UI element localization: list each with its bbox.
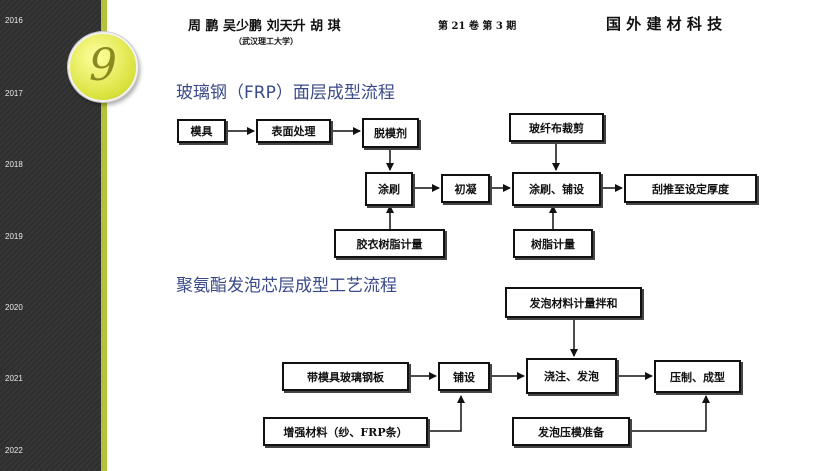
accent-stripe (101, 0, 107, 471)
box-release-agent: 脱模剂 (362, 118, 419, 148)
header-volume: 第 21 卷 第 3 期 (438, 21, 517, 32)
box-foam-mold-prep: 发泡压模准备 (512, 417, 630, 446)
box-brush: 涂刷 (365, 172, 413, 206)
header-authors: 周 鹏 吴少鹏 刘天升 胡 琪 (188, 19, 341, 34)
arrow-foamprep-to-press (630, 395, 710, 432)
box-reinforcement: 增强材料（纱、FRP条） (263, 417, 428, 446)
slide-number-badge: 9 (68, 32, 138, 102)
box-press-form: 压制、成型 (654, 360, 741, 393)
box-gelcoat-metering: 胶衣树脂计量 (334, 229, 445, 258)
box-scrape-thickness: 刮推至设定厚度 (624, 174, 757, 203)
box-resin-metering: 树脂计量 (513, 229, 593, 258)
box-brush-lay: 涂刷、铺设 (512, 172, 601, 206)
year-label: 2022 (5, 446, 23, 455)
year-label: 2017 (5, 89, 23, 98)
box-fiber-cutting: 玻纤布裁剪 (509, 113, 604, 142)
arrow-reinforce-to-lay (428, 395, 465, 432)
frp-process-title: 玻璃钢（FRP）面层成型流程 (176, 83, 395, 103)
year-label: 2020 (5, 303, 23, 312)
box-mold: 模具 (177, 119, 226, 143)
box-lay: 铺设 (438, 362, 490, 391)
box-surface-treatment: 表面处理 (256, 119, 331, 143)
pu-process-title: 聚氨酯发泡芯层成型工艺流程 (176, 276, 397, 296)
box-mold-frp-board: 带模具玻璃钢板 (282, 362, 409, 391)
year-label: 2019 (5, 232, 23, 241)
header-journal: 国 外 建 材 科 技 (606, 15, 723, 33)
year-label: 2021 (5, 374, 23, 383)
year-label: 2016 (5, 16, 23, 25)
header-affiliation: （武汉理工大学） (234, 36, 298, 46)
year-label: 2018 (5, 160, 23, 169)
box-foam-mixing: 发泡材料计量拌和 (505, 287, 642, 318)
box-pour-foam: 浇注、发泡 (526, 358, 617, 394)
slide-number: 9 (89, 40, 117, 91)
box-initial-set: 初凝 (441, 174, 490, 203)
